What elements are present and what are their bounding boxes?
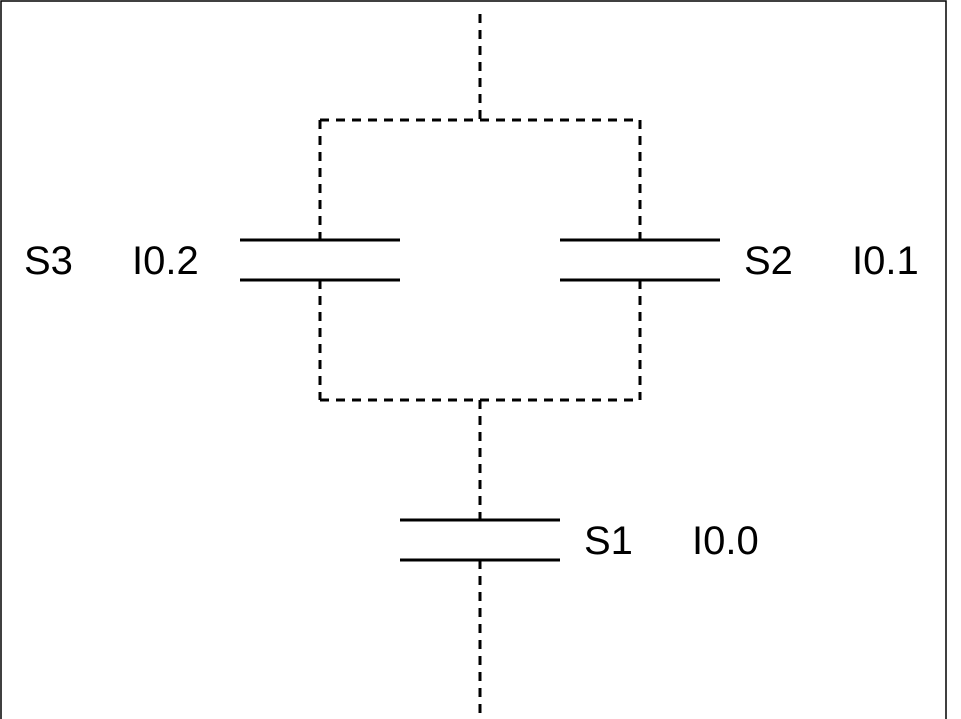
contact-s3-address: I0.2 [132, 239, 199, 283]
contact-s2-address: I0.1 [852, 239, 919, 283]
contact-s3-name: S3 [24, 239, 73, 283]
contact-s1-address: I0.0 [692, 519, 759, 563]
contact-s1-name: S1 [584, 519, 633, 563]
contact-s1: S1 I0.0 [400, 518, 759, 563]
contact-s3: S3 I0.2 [24, 238, 400, 283]
contact-s2-name: S2 [744, 239, 793, 283]
contact-s2: S2 I0.1 [560, 238, 919, 283]
